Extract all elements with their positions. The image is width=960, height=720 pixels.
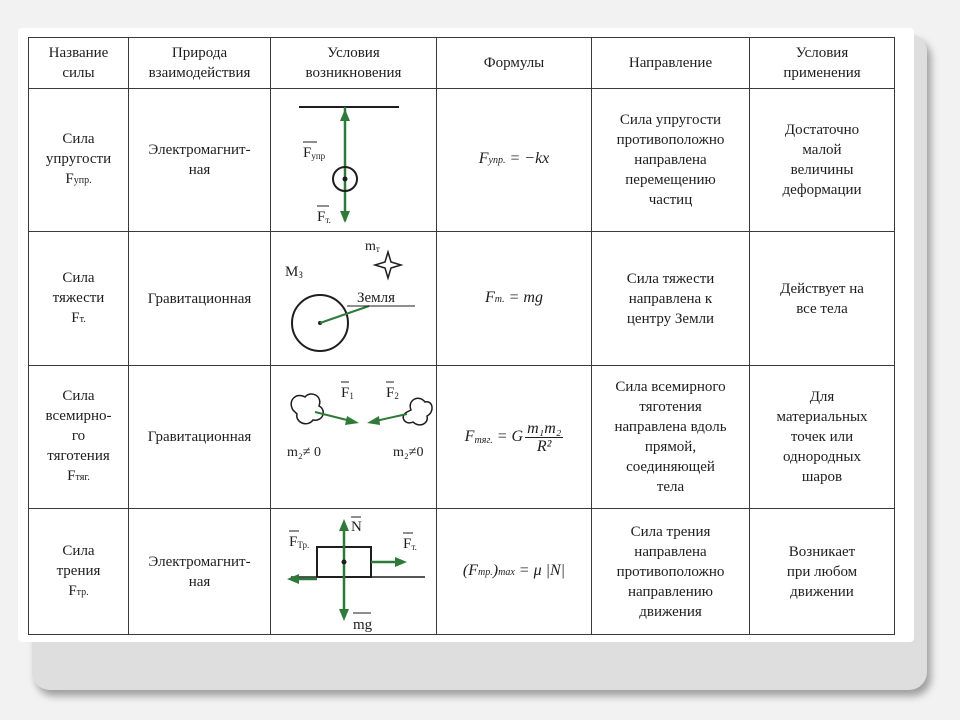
formula: Fупр. = −kx [478,150,550,167]
elastic-force-label: Fупр [303,145,326,161]
force-symbol: Fт. [71,309,86,326]
weight-label: mg [353,617,373,633]
earth-diagram: MЗ mт Земля [285,239,415,352]
application-cell: Действует на все тела [749,231,895,366]
earth-label: Земля [357,290,395,306]
force-name-cell: Сила трения Fтр. [28,508,129,635]
block-on-surface-diagram: N FТр. Fт. mg [287,516,425,633]
f1-label: F1 [341,385,354,401]
formula-fraction: m₁m₂ R² [525,419,564,455]
nature-cell: Гравитационная [128,365,271,509]
formula-cell: Fт. = mg [436,231,592,366]
header-name: Название силы [28,37,129,89]
table-row-gravity: Сила тяжести Fт. Гравитационная MЗ mт Зе… [28,231,895,366]
nature-cell: Электромагнит- ная [128,508,271,635]
header-nature: Природа взаимодействия [128,37,271,89]
mass-one-label: m₂≠ 0 [287,445,321,460]
f2-label: F2 [386,385,399,401]
direction-cell: Сила всемирного тяготения направлена вдо… [591,365,750,509]
header-origin: Условия возникновения [270,37,437,89]
force-name-cell: Сила упругости Fупр. [28,88,129,232]
force-name: Сила трения [56,542,101,579]
pull-force-label: Fт. [403,536,417,552]
direction-cell: Сила трения направлена противоположно на… [591,508,750,635]
application-cell: Возникает при любом движении [749,508,895,635]
direction-cell: Сила упругости противоположно направлена… [591,88,750,232]
earth-mass-label: MЗ [285,264,303,280]
two-bodies-diagram: F1 F2 m₂≠ 0 m₂≠0 [287,381,433,460]
earth-circle [291,294,349,352]
force-name-cell: Сила всемирно- го тяготения Fтяг. [28,365,129,509]
formula-cell: (Fтр.)max = μ |N| [436,508,592,635]
body-star-icon [372,249,404,281]
forces-table: Название силы Природа взаимодействия Усл… [28,37,895,635]
table-row-elastic: Сила упругости Fупр. Электромагнит- ная … [28,88,895,232]
application-cell: Для материальных точек или однородных ша… [749,365,895,509]
nature-cell: Гравитационная [128,231,271,366]
body-one-icon [290,393,324,425]
force-symbol: Fтр. [68,582,89,599]
body-two-icon [402,397,433,426]
header-row: Название силы Природа взаимодействия Усл… [28,37,895,89]
normal-force-label: N [351,519,362,535]
mass-two-label: m₂≠0 [393,445,423,460]
formula: (Fтр.)max = μ |N| [462,561,566,579]
application-cell: Достаточно малой величины деформации [749,88,895,232]
table-row-universal-gravitation: Сила всемирно- го тяготения Fтяг. Гравит… [28,365,895,509]
table-row-friction: Сила трения Fтр. Электромагнит- ная [28,508,895,635]
formula-cell: Fупр. = −kx [436,88,592,232]
diagram-elastic: Fупр Fт. [270,88,437,232]
force-name: Сила упругости [45,131,112,167]
header-application: Условия применения [749,37,895,89]
force-symbol: Fтяг. [67,468,90,484]
header-formula: Формулы [436,37,592,89]
friction-force-label: FТр. [289,534,309,550]
direction-cell: Сила тяжести направлена к центру Земли [591,231,750,366]
nature-cell: Электромагнит- ная [128,88,271,232]
diagram-friction: N FТр. Fт. mg [270,508,437,635]
gravity-force-label: Fт. [317,209,331,225]
spring-ball-diagram: Fупр Fт. [299,106,399,225]
diagram-gravity: MЗ mт Земля [270,231,437,366]
force-name: Сила тяжести [52,269,105,306]
force-symbol: Fупр. [65,171,92,187]
force-name: Сила всемирно- го тяготения [45,388,112,464]
body-mass-label: mт [365,239,380,254]
formula: Fт. = mg [485,288,543,306]
force-name-cell: Сила тяжести Fт. [28,231,129,366]
header-direction: Направление [591,37,750,89]
diagram-universal: F1 F2 m₂≠ 0 m₂≠0 [270,365,437,509]
